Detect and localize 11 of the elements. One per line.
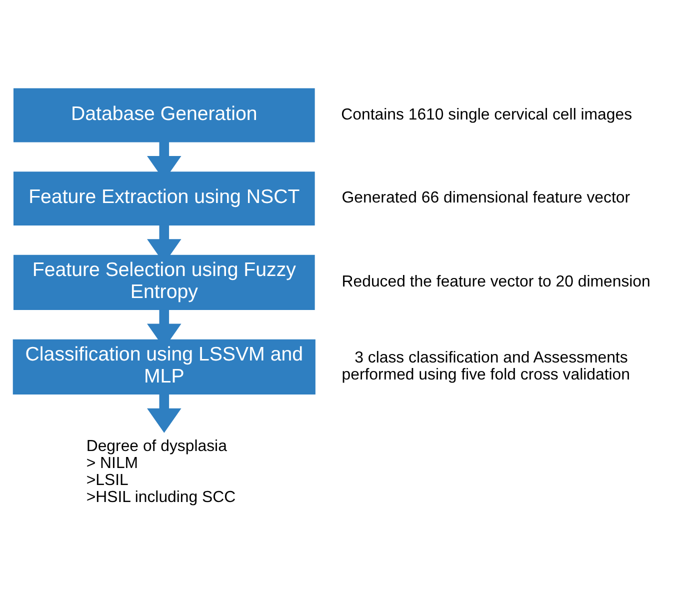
node-label: Reduced the feature vector to 20 dimension xyxy=(342,273,650,290)
node-box: Classification using LSSVM and MLP xyxy=(12,338,316,394)
node-label: Contains 1610 single cervical cell images xyxy=(341,106,632,123)
node-label: 3 class classification and Assessments performed using five fold cross validation xyxy=(342,349,630,384)
arrow xyxy=(147,394,182,432)
arrow xyxy=(147,224,182,264)
node-text: Degree of dysplasia > NILM >LSIL >HSIL including SCC xyxy=(86,437,236,506)
node-box: Feature Extraction using NSCT xyxy=(13,171,315,225)
node-box: Database Generation xyxy=(13,88,315,142)
node-label: Generated 66 dimensional feature vector xyxy=(342,189,630,206)
node-box: Feature Selection using Fuzzy Entropy xyxy=(13,254,315,310)
